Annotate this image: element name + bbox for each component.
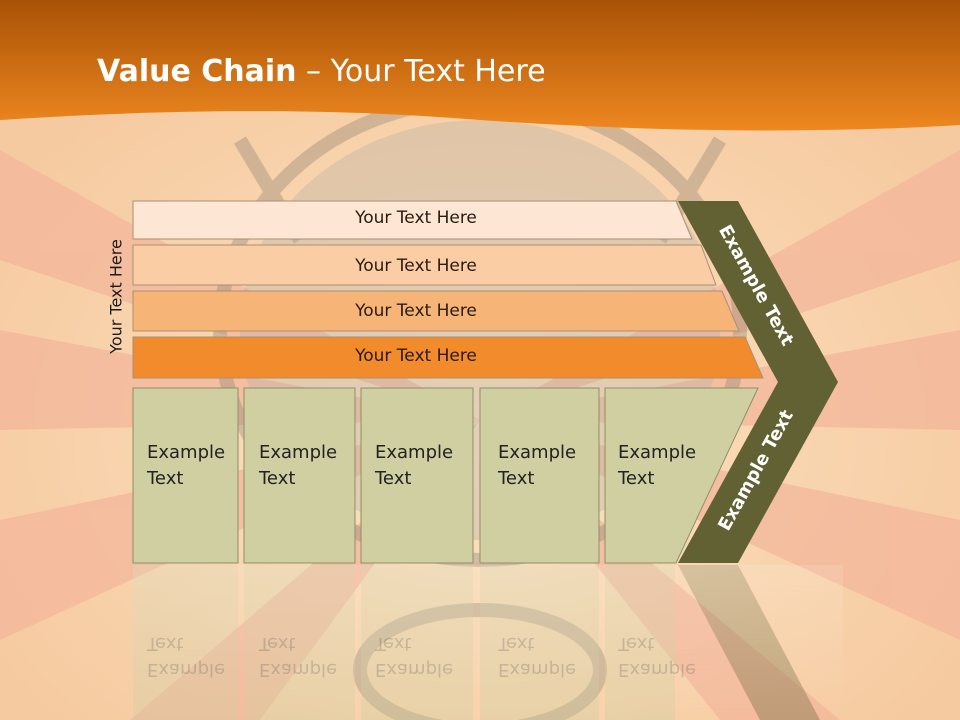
title-rest: – Your Text Here bbox=[296, 54, 546, 89]
box-3-line1: Example bbox=[375, 442, 454, 463]
box-2-line2: Text bbox=[259, 468, 296, 489]
box-3-line2: Text bbox=[375, 468, 412, 489]
box-4-line1: Example bbox=[498, 442, 577, 463]
bar-3-shape bbox=[132, 290, 740, 332]
bar-2-shape bbox=[132, 244, 717, 286]
box-5-line1: Example bbox=[618, 442, 697, 463]
box-2-line1: Example bbox=[259, 442, 338, 463]
bar-3-label: Your Text Here bbox=[355, 301, 477, 321]
box-5-shape bbox=[604, 387, 759, 564]
bar-4-label: Your Text Here bbox=[355, 346, 477, 366]
box-5-reflection-line1: Example bbox=[618, 659, 697, 680]
box-1-reflection-line2: Text bbox=[147, 633, 184, 654]
box-1-line2: Text bbox=[147, 468, 184, 489]
box-3-reflection-line2: Text bbox=[375, 633, 412, 654]
reflection bbox=[133, 565, 843, 720]
page-title: Value Chain – Your Text Here bbox=[97, 54, 546, 89]
box-4-shape bbox=[479, 387, 600, 564]
box-4-reflection-line1: Example bbox=[498, 659, 577, 680]
bar-1-label: Your Text Here bbox=[355, 208, 477, 228]
bar-1-shape bbox=[132, 200, 693, 240]
bar-4-shape bbox=[132, 336, 764, 379]
box-1-reflection: Example Text bbox=[147, 630, 225, 682]
box-1-shape bbox=[132, 387, 239, 564]
side-label: Your Text Here bbox=[106, 239, 126, 354]
box-3-reflection-line1: Example bbox=[375, 659, 454, 680]
box-2-reflection-line2: Text bbox=[259, 633, 296, 654]
title-bold: Value Chain bbox=[97, 54, 297, 89]
box-1-line1: Example bbox=[147, 442, 226, 463]
box-1-reflection-line1: Example bbox=[147, 659, 226, 680]
box-5-reflection-line2: Text bbox=[618, 633, 655, 654]
box-4-reflection-line2: Text bbox=[498, 633, 535, 654]
box-5-reflection: Example Text bbox=[618, 630, 696, 682]
box-3-reflection: Example Text bbox=[375, 630, 453, 682]
box-4-reflection: Example Text bbox=[498, 630, 576, 682]
box-2-reflection-line1: Example bbox=[259, 659, 338, 680]
box-5-line2: Text bbox=[618, 468, 655, 489]
chevron-shape bbox=[678, 201, 838, 563]
box-3-shape bbox=[360, 387, 474, 564]
box-2-reflection: Example Text bbox=[259, 630, 337, 682]
bar-2-label: Your Text Here bbox=[355, 256, 477, 276]
box-2-shape bbox=[243, 387, 356, 564]
box-4-line2: Text bbox=[498, 468, 535, 489]
